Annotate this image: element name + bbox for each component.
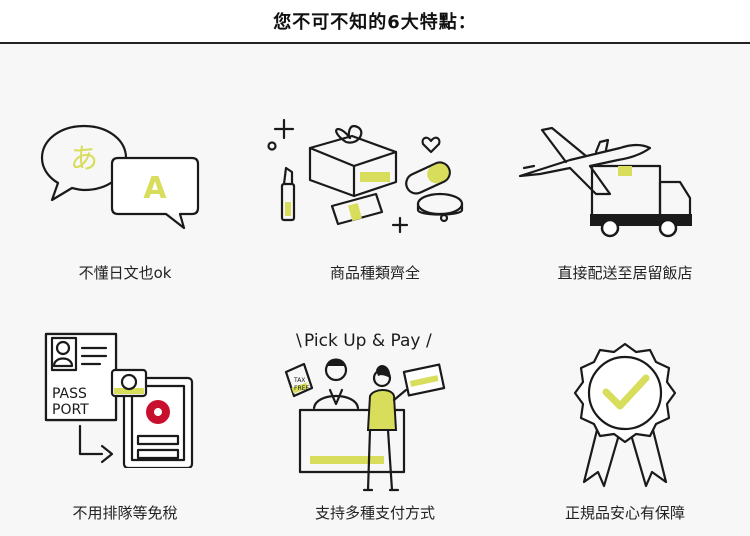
passport-text-line1: PASS — [52, 386, 87, 402]
feature-label: 不用排隊等免稅 — [72, 504, 178, 522]
passport-text-line2: PORT — [52, 402, 89, 418]
feature-genuine-products: 正規品安心有保障 — [500, 330, 750, 522]
feature-label: 直接配送至居留飯店 — [557, 264, 693, 282]
airplane-truck-icon — [518, 126, 692, 238]
check-badge-icon — [573, 342, 677, 488]
feature-no-japanese: あ A 不懂日文也ok — [0, 108, 250, 282]
feature-label: 支持多種支付方式 — [314, 504, 435, 522]
glyph-latin: A — [143, 171, 167, 206]
feature-no-queue-tax-free: PASS PORT 不用排隊等免稅 — [0, 330, 250, 522]
feature-label: 商品種類齊全 — [329, 264, 420, 282]
passport-phone-icon: PASS PORT — [44, 332, 194, 468]
products-icon — [267, 118, 464, 234]
pickup-pay-icon: \ Pick Up & Pay / TAX FREE — [284, 331, 446, 492]
svg-text:\: \ — [296, 331, 302, 351]
page-title: 您不可不知的6大特點： — [273, 12, 477, 33]
glyph-hiragana: あ — [70, 142, 98, 175]
header-bar: 您不可不知的6大特點： — [0, 0, 750, 44]
tax-free-tag-line1: TAX — [293, 377, 305, 384]
speech-bubbles-icon: あ A — [40, 124, 200, 230]
feature-label: 不懂日文也ok — [78, 264, 172, 282]
feature-payment-methods: \ Pick Up & Pay / TAX FREE 支持多種支付方式 — [250, 330, 500, 522]
feature-label: 正規品安心有保障 — [564, 504, 685, 522]
feature-hotel-delivery: 直接配送至居留飯店 — [500, 108, 750, 282]
tax-free-tag-line2: FREE — [294, 385, 309, 392]
pickup-pay-banner: Pick Up & Pay — [304, 331, 420, 351]
svg-text:/: / — [426, 331, 432, 351]
feature-product-variety: 商品種類齊全 — [250, 108, 500, 282]
